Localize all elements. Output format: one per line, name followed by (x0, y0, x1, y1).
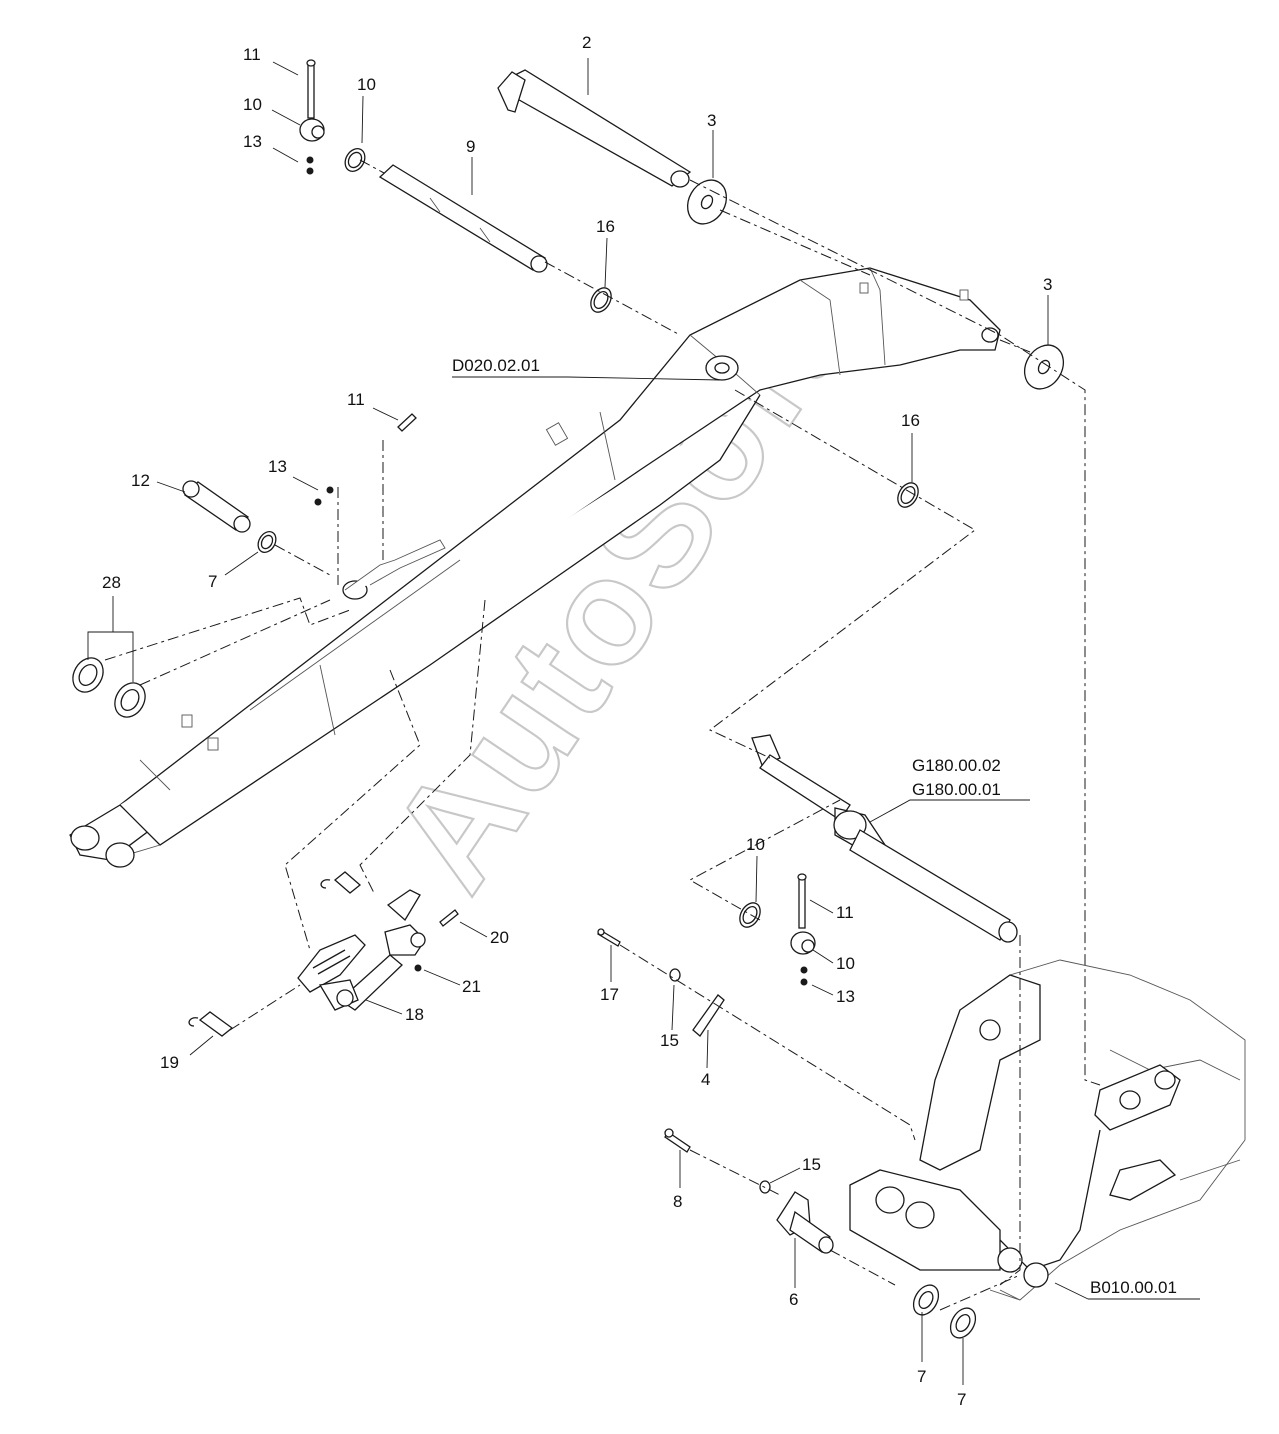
washer-28-b (114, 682, 146, 718)
ref-cylinder-a: G180.00.02 (912, 756, 1001, 775)
callout-19: 19 (160, 1053, 179, 1072)
base-frame (849, 959, 1246, 1301)
spring-pin-19 (188, 1011, 234, 1037)
washer-7-left (257, 531, 277, 553)
callout-7: 7 (917, 1367, 926, 1386)
callouts: 11 10 13 10 2 9 3 16 3 11 13 12 7 28 16 … (102, 33, 1052, 1409)
nut-21 (414, 964, 422, 972)
bolt-11-mid (797, 873, 807, 929)
callout-28: 28 (102, 573, 121, 592)
nut-13-arm-a (326, 486, 334, 494)
pin-2 (497, 69, 692, 188)
callout-13: 13 (268, 457, 287, 476)
washer-15-a (669, 968, 681, 982)
clamp-10-top (299, 118, 325, 142)
washer-28-a (72, 657, 104, 693)
callout-6: 6 (789, 1290, 798, 1309)
clamp-10-mid (790, 931, 816, 955)
bolt-11-arm (397, 413, 417, 432)
callout-10: 10 (746, 835, 765, 854)
callout-15: 15 (802, 1155, 821, 1174)
callout-12: 12 (131, 471, 150, 490)
nut-13-top-b (306, 167, 314, 175)
callout-7: 7 (957, 1390, 966, 1409)
ref-arm: D020.02.01 (452, 356, 540, 375)
ref-arm-leader (452, 376, 721, 381)
callout-11: 11 (347, 390, 365, 409)
leader-lines (87, 58, 1049, 1385)
callout-17: 17 (600, 985, 619, 1004)
washer-7-bottom-a (912, 1284, 940, 1316)
bolt-8 (664, 1128, 691, 1153)
callout-9: 9 (466, 137, 475, 156)
callout-21: 21 (462, 977, 481, 996)
callout-13: 13 (836, 987, 855, 1006)
callout-2: 2 (582, 33, 591, 52)
callout-20: 20 (490, 928, 509, 947)
nut-13-mid-a (800, 966, 808, 974)
spring-pin-19-upper (320, 871, 362, 894)
ring-16-top (590, 287, 612, 313)
ring-16-middle (897, 482, 919, 508)
callout-18: 18 (405, 1005, 424, 1024)
bolt-11-top (306, 59, 316, 119)
hydraulic-cylinder (751, 734, 1018, 943)
ref-cylinder-leader (869, 799, 1030, 823)
callout-8: 8 (673, 1192, 682, 1211)
callout-13: 13 (243, 132, 262, 151)
callout-10: 10 (357, 75, 376, 94)
washer-3-right (1023, 344, 1065, 390)
callout-10: 10 (836, 954, 855, 973)
callout-16: 16 (596, 217, 615, 236)
nut-13-mid-b (800, 978, 808, 986)
ref-frame: B010.00.01 (1090, 1278, 1177, 1297)
ring-10-mid (739, 902, 761, 928)
callout-3: 3 (1043, 275, 1052, 294)
nut-13-arm-b (314, 498, 322, 506)
ref-cylinder-b: G180.00.01 (912, 780, 1001, 799)
pin-12 (182, 480, 251, 533)
callout-10: 10 (243, 95, 262, 114)
bolt-20 (439, 909, 459, 927)
washer-7-bottom-b (949, 1307, 977, 1339)
callout-4: 4 (701, 1070, 710, 1089)
callout-11: 11 (836, 903, 854, 922)
washer-3-top (686, 179, 728, 225)
callout-7: 7 (208, 572, 217, 591)
boom-arm (69, 267, 1001, 868)
callout-3: 3 (707, 111, 716, 130)
bracket-assembly-18 (297, 889, 426, 1011)
assembly-lines (104, 159, 1101, 1311)
ref-frame-leader (1054, 1282, 1200, 1300)
ring-10-top (344, 148, 366, 172)
plate-4 (692, 994, 725, 1037)
pin-6 (776, 1191, 834, 1254)
callout-16: 16 (901, 411, 920, 430)
pin-9 (378, 164, 548, 273)
callout-11: 11 (243, 45, 261, 64)
bolt-17 (597, 928, 621, 947)
nut-13-top-a (306, 156, 314, 164)
callout-15: 15 (660, 1031, 679, 1050)
